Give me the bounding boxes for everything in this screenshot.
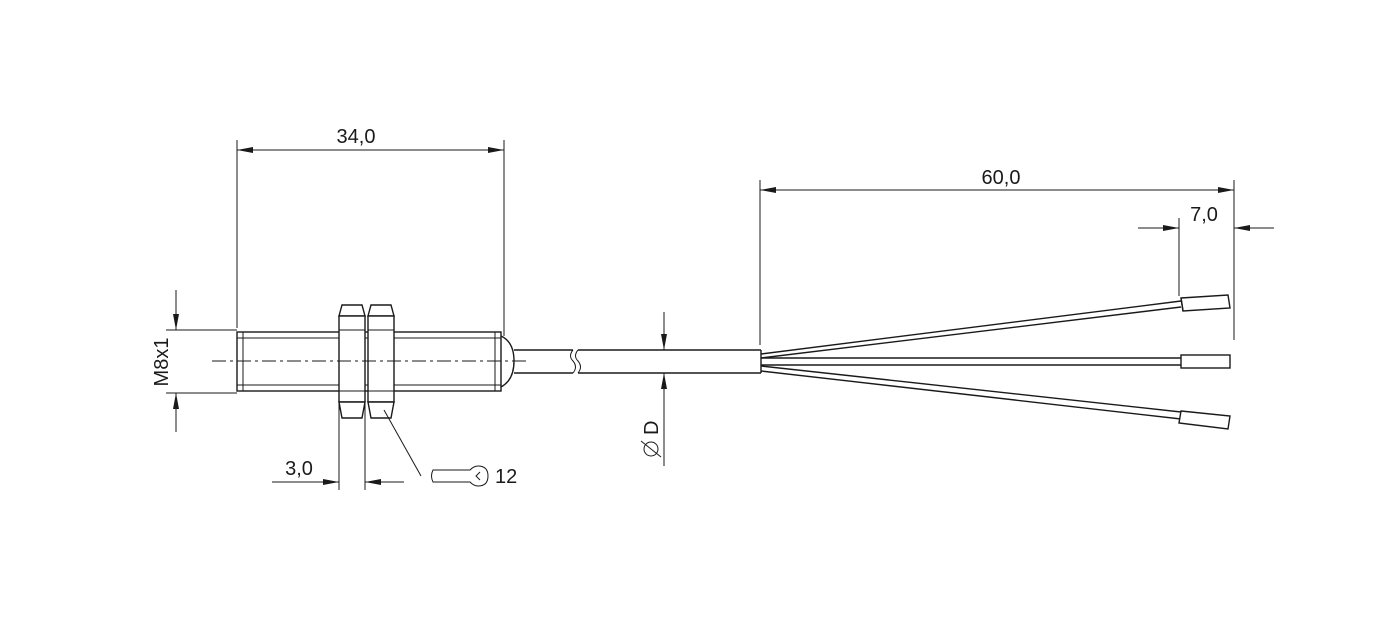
dim-thread: M8x1 [151,290,237,432]
dim-nut-width-label: 3,0 [285,458,313,480]
diameter-icon [643,441,659,457]
dim-body-length-label: 34,0 [337,126,376,148]
cable [514,349,762,374]
dim-strip-length: 60,0 [759,167,1235,345]
dim-wire-end: 7,0 [1138,204,1274,296]
wrench-size-label: 12 [495,466,517,488]
hex-nut-right [367,304,395,419]
hex-nut-left [338,304,366,419]
dim-nut-width: 3,0 [272,402,404,490]
wires [760,294,1231,430]
dim-strip-length-label: 60,0 [982,167,1021,189]
dim-wire-end-label: 7,0 [1190,204,1218,226]
wrench-icon [431,465,489,487]
dim-body-length: 34,0 [236,126,505,336]
wrench-size-callout: 12 [383,409,517,488]
dim-cable-diameter: D [640,312,667,466]
dim-cable-diameter-label: D [641,421,663,435]
dim-thread-label: M8x1 [151,338,173,387]
